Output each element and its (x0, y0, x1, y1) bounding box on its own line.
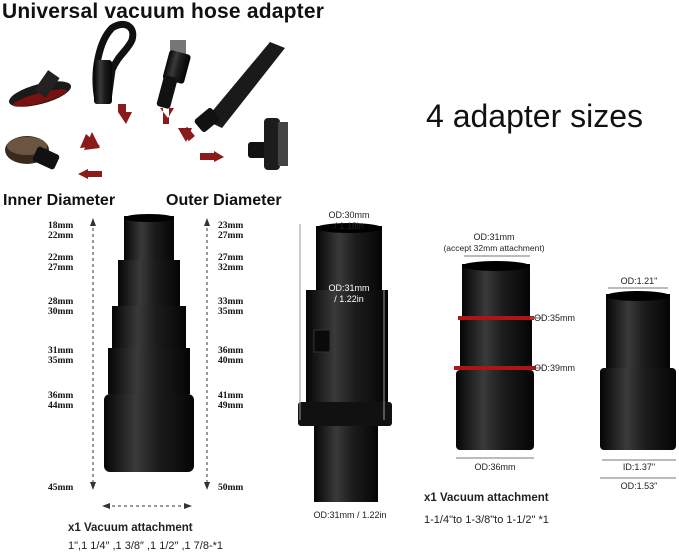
inner-mm-7: 35mm (48, 356, 74, 366)
adapter-3-caption-2: 1-1/4"to 1-3/8"to 1-1/2" *1 (424, 514, 549, 526)
adapter-3-od-39: OD:39mm (534, 363, 576, 373)
adapter-1-caption-2: 1",1 1/4″ ,1 3/8″ ,1 1/2″ ,1 7/8-*1 (68, 540, 224, 552)
long-crevice-tool-icon (194, 42, 285, 132)
adapter-3-od-35: OD:35mm (534, 313, 576, 323)
direction-arrows (78, 104, 224, 179)
outer-mm-3: 32mm (218, 263, 244, 273)
inner-mm-1: 22mm (48, 231, 74, 241)
adapter-2-od-mid-in: / 1.22in (334, 294, 364, 304)
round-brush-icon (5, 136, 60, 170)
sizes-heading: 4 adapter sizes (426, 98, 644, 134)
adapter-2-od-top-in: / 1.18in (334, 221, 364, 231)
outer-mm-2: 27mm (218, 253, 244, 263)
crevice-loop-tool-icon (92, 21, 137, 104)
outer-mm-10: 50mm (218, 483, 244, 493)
outer-diameter-heading: Outer Diameter (166, 192, 282, 209)
wide-brush-icon (248, 118, 288, 170)
page-title: Universal vacuum hose adapter (2, 0, 325, 23)
adapter-2-od-top: OD:30mm (328, 210, 370, 220)
outer-mm-1: 27mm (218, 231, 244, 241)
adapter-4-od-bottom: OD:1.53" (620, 481, 658, 491)
upholstery-tool-icon (8, 70, 72, 107)
inner-mm-4: 28mm (48, 297, 74, 307)
inner-mm-10: 45mm (48, 483, 74, 493)
outer-mm-0: 23mm (218, 221, 244, 231)
outer-mm-7: 40mm (218, 356, 244, 366)
adapter-2-od-bottom: OD:31mm / 1.22in (313, 510, 387, 520)
inner-mm-2: 22mm (48, 253, 74, 263)
adapter-3-od-top-note: (accept 32mm attachment) (443, 243, 545, 253)
outer-mm-6: 36mm (218, 346, 244, 356)
adapter-1-caption-1: x1 Vacuum attachment (68, 522, 193, 534)
adapter-4-id-bottom: ID:1.37" (622, 462, 656, 472)
adapter-3-od-36: OD:36mm (474, 462, 516, 472)
inner-mm-3: 27mm (48, 263, 74, 273)
inner-mm-5: 30mm (48, 307, 74, 317)
outer-mm-5: 35mm (218, 307, 244, 317)
adapter-2-od-mid: OD:31mm (328, 283, 370, 293)
inner-mm-0: 18mm (48, 221, 74, 231)
inner-mm-6: 31mm (48, 346, 74, 356)
adapter-3-od-top: OD:31mm (473, 232, 515, 242)
outer-mm-8: 41mm (218, 391, 244, 401)
outer-mm-9: 49mm (218, 401, 244, 411)
inner-diameter-heading: Inner Diameter (3, 192, 116, 209)
adapter-4-od-top: OD:1.21" (620, 276, 658, 286)
inner-mm-9: 44mm (48, 401, 74, 411)
adapter-3-caption-1: x1 Vacuum attachment (424, 492, 549, 504)
outer-mm-4: 33mm (218, 297, 244, 307)
inner-mm-8: 36mm (48, 391, 74, 401)
small-brush-icon (156, 40, 191, 109)
